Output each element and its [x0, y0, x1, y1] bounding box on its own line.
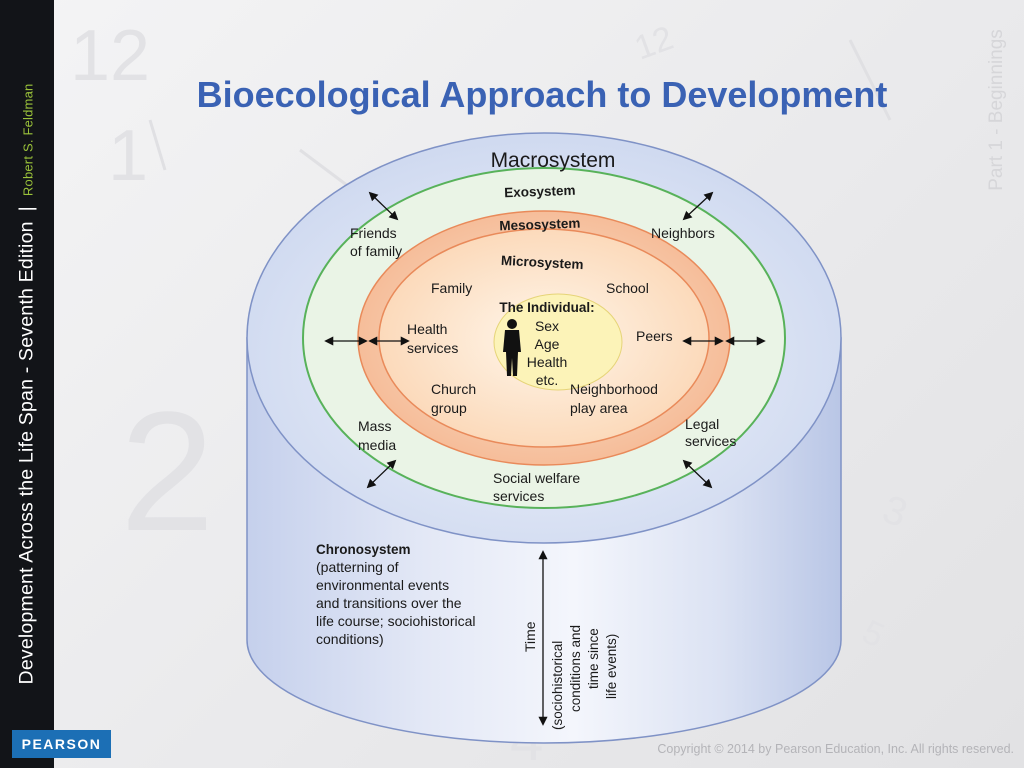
- time-label: Time: [522, 621, 538, 652]
- watermark-number: 1: [108, 116, 148, 196]
- copyright-notice: Copyright © 2014 by Pearson Education, I…: [657, 742, 1014, 756]
- neighborhood-label: play area: [570, 400, 628, 416]
- side-bar: Development Across the Life Span - Seven…: [0, 0, 54, 768]
- legal-services-label: services: [685, 433, 736, 449]
- individual-title: The Individual:: [499, 300, 594, 315]
- individual-trait: Sex: [535, 318, 559, 334]
- family-label: Family: [431, 280, 472, 296]
- time-detail-line: life events): [604, 634, 619, 699]
- arrow-connector: [368, 191, 399, 221]
- health-services-label: Health: [407, 321, 447, 337]
- chronosystem-line: (patterning of: [316, 559, 399, 575]
- time-detail-line: time since: [586, 628, 601, 689]
- arrow-connector: [682, 191, 714, 221]
- neighborhood-label: Neighborhood: [570, 381, 658, 397]
- church-group-label: group: [431, 400, 467, 416]
- macrosystem-label: Macrosystem: [491, 149, 616, 172]
- slide-title: Bioecological Approach to Development: [196, 74, 888, 115]
- chronosystem-line: and transitions over the: [316, 595, 462, 611]
- school-label: School: [606, 280, 649, 296]
- chronosystem-title: Chronosystem: [316, 542, 411, 557]
- arrow-connector: [682, 459, 713, 489]
- peers-label: Peers: [636, 328, 673, 344]
- mesosystem-label: Mesosystem: [499, 216, 581, 234]
- watermark-number: 12: [70, 16, 150, 96]
- individual-trait: Health: [527, 354, 567, 370]
- health-services-label: services: [407, 340, 458, 356]
- church-group-label: Church: [431, 381, 476, 397]
- watermark-number: 2: [120, 377, 215, 567]
- person-icon: [503, 319, 521, 376]
- time-detail-line: (sociohistorical: [550, 641, 565, 730]
- arrow-connector: [366, 459, 397, 489]
- social-welfare-label: Social welfare: [493, 470, 580, 486]
- pearson-logo: PEARSON: [12, 730, 111, 758]
- chronosystem-line: life course; sociohistorical: [316, 613, 476, 629]
- mass-media-label: Mass: [358, 418, 391, 434]
- social-welfare-label: services: [493, 488, 544, 504]
- friends-of-family-label: of family: [350, 243, 402, 259]
- individual-trait: Age: [535, 336, 560, 352]
- neighbors-label: Neighbors: [651, 225, 715, 241]
- individual-trait: etc.: [536, 372, 559, 388]
- individual-core: [493, 293, 623, 391]
- legal-services-label: Legal: [685, 416, 719, 432]
- chronosystem-line: environmental events: [316, 577, 449, 593]
- mass-media-label: media: [358, 437, 396, 453]
- friends-of-family-label: Friends: [350, 225, 397, 241]
- chronosystem-line: conditions): [316, 631, 384, 647]
- microsystem-label: Microsystem: [501, 253, 584, 272]
- exosystem-label: Exosystem: [504, 183, 576, 200]
- time-detail-line: conditions and: [568, 625, 583, 712]
